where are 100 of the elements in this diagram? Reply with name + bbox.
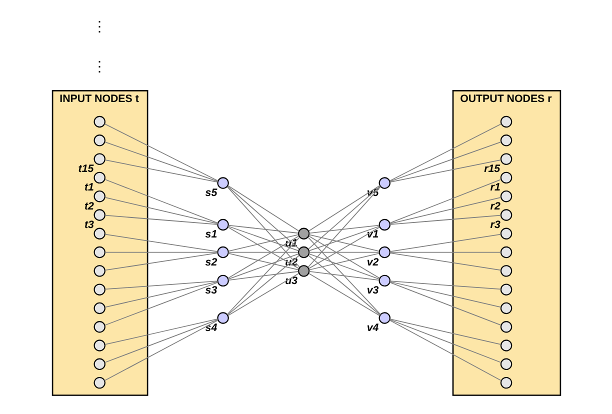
connector — [389, 252, 501, 253]
connector — [389, 160, 501, 183]
connector — [307, 236, 380, 315]
node-circle — [500, 190, 512, 202]
node-circle — [93, 116, 105, 128]
node-circle — [93, 190, 105, 202]
connector — [104, 141, 218, 182]
connector — [388, 178, 501, 224]
node-circle — [93, 358, 105, 370]
node-label: s3 — [204, 284, 217, 297]
connector — [104, 178, 218, 224]
connector — [104, 123, 218, 182]
node-circle — [378, 218, 390, 231]
node-circle — [500, 265, 512, 277]
node-circle — [93, 376, 105, 389]
connector — [389, 196, 501, 224]
node-circle — [216, 274, 228, 287]
connector — [389, 214, 501, 225]
node-circle — [500, 172, 512, 184]
connector — [104, 320, 218, 382]
node-circle — [216, 246, 228, 258]
node-circle — [500, 358, 512, 370]
node-label: s4 — [204, 322, 217, 334]
node-circle — [93, 302, 105, 314]
node-label: s5 — [204, 186, 217, 199]
node-circle — [93, 340, 105, 352]
connector — [308, 253, 380, 280]
connector — [227, 234, 298, 252]
connector — [389, 234, 501, 252]
connector — [308, 273, 380, 316]
node-label: r3 — [490, 218, 500, 231]
node-circle — [216, 218, 228, 231]
connector — [227, 271, 298, 281]
node-label: t3 — [84, 218, 94, 231]
connector — [104, 252, 218, 253]
connector — [388, 123, 502, 182]
node-circle — [378, 274, 390, 287]
connector — [308, 252, 380, 270]
node-label: s1 — [204, 228, 217, 241]
connector — [104, 281, 218, 308]
connector — [227, 226, 299, 252]
node-circle — [216, 177, 228, 189]
connector — [227, 224, 298, 234]
connector — [388, 320, 502, 382]
connector — [389, 281, 501, 308]
node-label: v4 — [366, 322, 378, 334]
connector — [308, 226, 380, 269]
node-label: v1 — [366, 228, 378, 241]
node-circle — [500, 376, 512, 389]
connector — [308, 255, 380, 316]
node-circle — [500, 116, 512, 128]
node-label: v2 — [366, 256, 378, 268]
connector — [308, 185, 380, 232]
node-circle — [93, 284, 105, 296]
connector — [104, 160, 218, 183]
node-circle — [378, 177, 390, 189]
connector — [227, 273, 299, 316]
connector — [104, 214, 218, 225]
node-label: t2 — [84, 200, 94, 212]
label: ⋮ — [92, 19, 106, 36]
connector — [227, 226, 299, 269]
connector — [226, 186, 300, 250]
connector — [308, 186, 380, 250]
connector — [227, 252, 298, 270]
node-label: v3 — [366, 284, 378, 297]
node-circle — [93, 172, 105, 184]
node-circle — [93, 246, 105, 258]
connector — [308, 271, 380, 281]
connector — [308, 252, 380, 253]
connector — [308, 236, 380, 279]
node-circle — [93, 228, 105, 240]
connector — [308, 224, 380, 234]
connector — [104, 252, 218, 271]
connector — [104, 280, 218, 290]
connector — [388, 142, 501, 182]
node-circle — [500, 134, 512, 146]
node-circle — [378, 246, 390, 258]
connector — [389, 280, 501, 290]
connector — [104, 234, 218, 252]
node-circle — [93, 209, 105, 221]
node-label: r2 — [490, 200, 500, 212]
connector — [308, 226, 380, 252]
node-circle — [297, 228, 310, 240]
node-circle — [297, 265, 310, 277]
node-circle — [93, 134, 105, 146]
connector — [388, 319, 501, 363]
node-circle — [93, 265, 105, 277]
connector — [104, 282, 218, 326]
node-circle — [500, 153, 512, 165]
connector — [104, 318, 218, 345]
connector — [227, 253, 299, 280]
label: ⋮ — [92, 58, 106, 75]
node-circle — [500, 228, 512, 240]
node-circle — [500, 302, 512, 314]
connector — [227, 185, 299, 232]
connector — [227, 236, 299, 279]
connector — [104, 196, 218, 224]
connector — [226, 254, 300, 316]
connector — [389, 252, 501, 271]
node-circle — [500, 321, 512, 333]
